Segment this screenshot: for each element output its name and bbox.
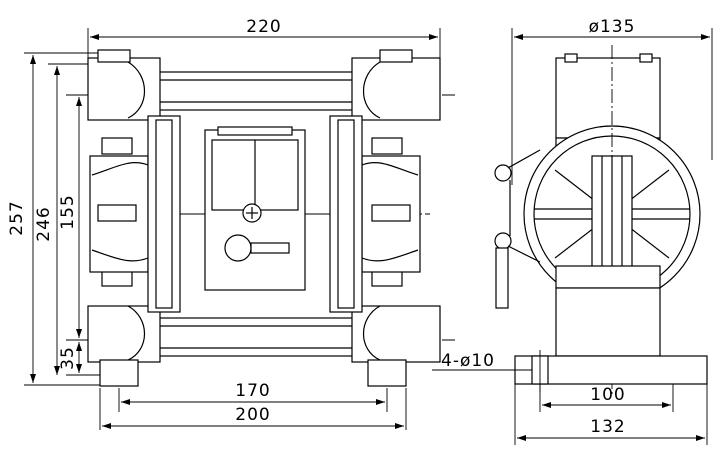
dim-hole-spacing: 100 — [539, 384, 674, 412]
label-port-spacing: 155 — [58, 194, 78, 229]
left-chamber — [89, 115, 181, 313]
right-chamber — [329, 115, 421, 313]
dim-foot-spacing: 170 — [118, 381, 388, 412]
bottom-manifold — [87, 269, 441, 387]
center-body — [180, 126, 330, 291]
front-view: 220 257 246 155 35 — [7, 17, 455, 430]
air-inlet — [224, 234, 252, 262]
dim-base-height: 35 — [58, 342, 110, 376]
label-diameter: ø135 — [589, 17, 636, 37]
dim-overall-height: 257 — [7, 52, 110, 386]
dim-diameter: ø135 — [511, 17, 713, 185]
label-base-length: 132 — [590, 417, 625, 437]
side-view: ø135 4-ø10 — [432, 17, 713, 445]
label-overall-width: 220 — [246, 17, 281, 37]
label-inner-height: 246 — [34, 206, 54, 241]
label-base-height: 35 — [58, 346, 78, 370]
dim-base-width: 200 — [99, 388, 407, 430]
dim-overall-width: 220 — [87, 17, 441, 62]
label-base-width: 200 — [235, 405, 270, 425]
label-mount-holes: 4-ø10 — [441, 351, 495, 371]
top-manifold — [87, 49, 441, 155]
label-foot-spacing: 170 — [235, 381, 270, 401]
label-overall-height: 257 — [7, 200, 27, 235]
dim-base-length: 132 — [514, 384, 708, 445]
dim-mount-holes: 4-ø10 — [432, 351, 532, 371]
dim-inner-height: 246 — [34, 63, 95, 375]
label-hole-spacing: 100 — [590, 385, 625, 405]
